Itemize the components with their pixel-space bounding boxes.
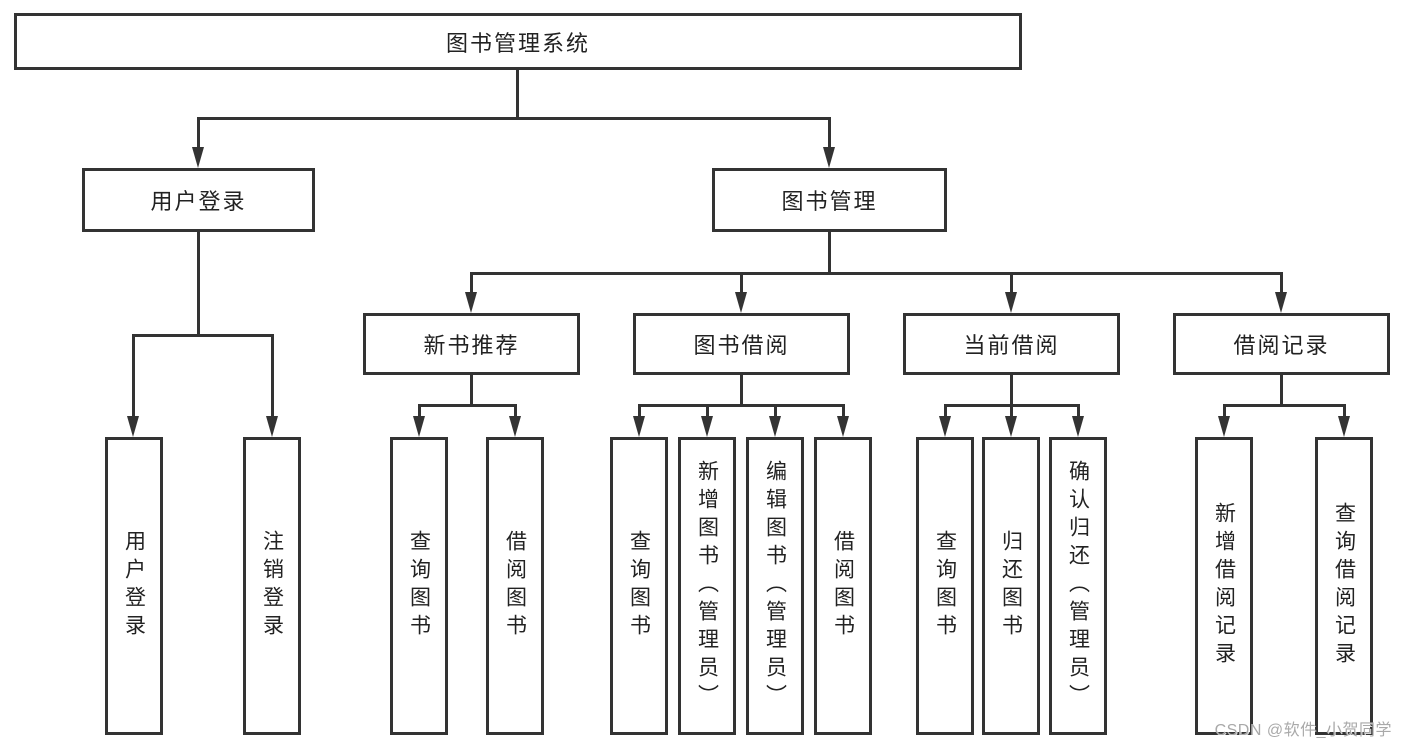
arrow-to-leaf-rec-query [412, 416, 425, 437]
arrow-to-leaf-cb-return [1004, 416, 1017, 437]
connector-borrowrecords-stem [1280, 374, 1283, 407]
leaf-label: 确认归还（管理员） [1066, 460, 1090, 712]
connector-leaf-logout-shaft [270, 334, 274, 419]
arrow-to-current-borrow [1005, 292, 1017, 313]
leaf-label: 用户登录 [122, 530, 146, 642]
connector-userlogin-stem [197, 231, 200, 336]
connector-newbookrec-branch [417, 404, 517, 407]
connector-leaf-userlogin-shaft [131, 334, 135, 419]
connector-currentborrow-shaft [1010, 272, 1013, 296]
leaf-label: 查询图书 [407, 530, 431, 642]
connector-leaf-shaft [1076, 404, 1080, 419]
connector-root-stem [515, 69, 519, 120]
leaf-label: 新增借阅记录 [1212, 502, 1236, 670]
node-leaf-rec-query: 查询图书 [390, 437, 448, 735]
node-new-book-rec-label: 新书推荐 [423, 333, 520, 358]
connector-userlogin-branch [131, 334, 274, 337]
node-leaf-cb-query: 查询图书 [916, 437, 974, 735]
arrow-to-leaf-bb-query [632, 416, 645, 437]
node-leaf-bb-query: 查询图书 [610, 437, 668, 735]
arrow-to-leaf-cb-query [938, 416, 951, 437]
node-borrow-records-label: 借阅记录 [1233, 333, 1330, 358]
leaf-label: 借阅图书 [503, 530, 527, 642]
connector-leaf-shaft [943, 404, 947, 419]
node-leaf-bb-borrow: 借阅图书 [814, 437, 872, 735]
node-leaf-logout: 注销登录 [243, 437, 301, 735]
arrow-to-leaf-bb-borrow [836, 416, 849, 437]
node-root-label: 图书管理系统 [445, 30, 590, 56]
node-leaf-rec-borrow: 借阅图书 [486, 437, 544, 735]
node-book-borrow-label: 图书借阅 [693, 333, 790, 358]
leaf-label: 查询图书 [933, 530, 957, 642]
connector-bookborrow-branch [637, 404, 845, 407]
connector-bookmgmt-shaft [828, 117, 831, 150]
watermark: CSDN @软件_小贺同学 [1214, 722, 1392, 739]
connector-leaf-shaft [1009, 404, 1013, 419]
node-current-borrow: 当前借阅 [903, 313, 1120, 375]
node-leaf-br-query: 查询借阅记录 [1315, 437, 1373, 735]
arrow-to-leaf-bb-add [700, 416, 713, 437]
connector-newbookrec-shaft [470, 272, 473, 296]
arrow-to-leaf-user-login [126, 416, 139, 437]
connector-leaf-shaft [705, 404, 709, 419]
node-leaf-cb-confirm: 确认归还（管理员） [1049, 437, 1107, 735]
arrow-to-new-book-rec [465, 292, 477, 313]
connector-bookmgmt-branch [470, 272, 1283, 275]
connector-userlogin-shaft [197, 117, 200, 150]
node-leaf-user-login: 用户登录 [105, 437, 163, 735]
connector-leaf-shaft [513, 404, 517, 419]
arrow-to-book-borrow [735, 292, 747, 313]
leaf-label: 注销登录 [260, 530, 284, 642]
arrow-to-leaf-br-query [1337, 416, 1350, 437]
connector-root-branch [197, 117, 831, 120]
node-current-borrow-label: 当前借阅 [963, 333, 1060, 358]
connector-leaf-shaft [841, 404, 845, 419]
arrow-to-leaf-cb-confirm [1071, 416, 1084, 437]
leaf-label: 查询图书 [627, 530, 651, 642]
connector-borrowrecords-branch [1222, 404, 1346, 407]
node-leaf-cb-return: 归还图书 [982, 437, 1040, 735]
connector-leaf-shaft [1222, 404, 1226, 419]
connector-borrowrecords-shaft [1280, 272, 1283, 296]
connector-currentborrow-stem [1010, 374, 1013, 407]
connector-newbookrec-stem [470, 374, 473, 407]
connector-leaf-shaft [1342, 404, 1346, 419]
connector-bookborrow-shaft [740, 272, 743, 296]
node-leaf-bb-edit: 编辑图书（管理员） [746, 437, 804, 735]
connector-leaf-shaft [637, 404, 641, 419]
leaf-label: 查询借阅记录 [1332, 502, 1356, 670]
connector-leaf-shaft [417, 404, 421, 419]
leaf-label: 新增图书（管理员） [695, 460, 719, 712]
arrow-to-book-mgmt [823, 147, 835, 168]
connector-leaf-shaft [773, 404, 777, 419]
connector-bookmgmt-stem [828, 231, 831, 275]
node-root: 图书管理系统 [14, 13, 1022, 70]
arrow-to-leaf-br-add [1217, 416, 1230, 437]
arrow-to-borrow-records [1275, 292, 1287, 313]
arrow-to-user-login [192, 147, 204, 168]
connector-bookborrow-stem [740, 374, 743, 407]
node-new-book-rec: 新书推荐 [363, 313, 580, 375]
node-book-mgmt-label: 图书管理 [781, 189, 878, 214]
node-book-mgmt: 图书管理 [712, 168, 947, 232]
leaf-label: 借阅图书 [831, 530, 855, 642]
node-borrow-records: 借阅记录 [1173, 313, 1390, 375]
arrow-to-leaf-logout [265, 416, 278, 437]
node-user-login-label: 用户登录 [150, 189, 247, 214]
node-user-login: 用户登录 [82, 168, 315, 232]
node-book-borrow: 图书借阅 [633, 313, 850, 375]
node-leaf-br-add: 新增借阅记录 [1195, 437, 1253, 735]
node-leaf-bb-add: 新增图书（管理员） [678, 437, 736, 735]
leaf-label: 编辑图书（管理员） [763, 460, 787, 712]
arrow-to-leaf-bb-edit [768, 416, 781, 437]
arrow-to-leaf-rec-borrow [508, 416, 521, 437]
leaf-label: 归还图书 [999, 530, 1023, 642]
